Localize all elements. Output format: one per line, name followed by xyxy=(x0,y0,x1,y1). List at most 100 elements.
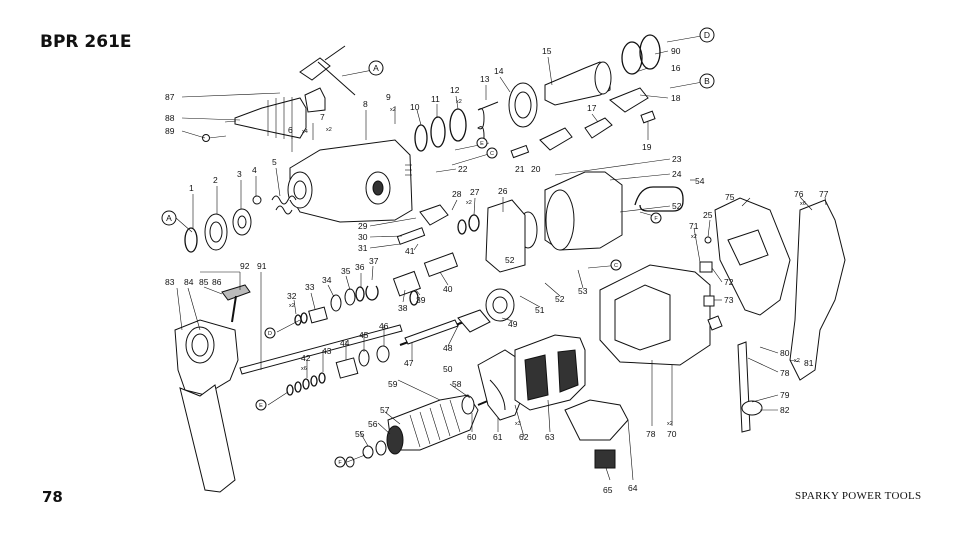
part-label-10: 10 xyxy=(410,102,420,112)
part-label-43: 43 xyxy=(322,346,332,356)
gear-housing xyxy=(287,139,413,223)
part-label-42: 42 xyxy=(301,353,311,363)
part-label-14: 14 xyxy=(494,66,504,76)
armature xyxy=(345,394,491,468)
part-label-4: 4 xyxy=(252,165,257,175)
front-rings xyxy=(184,195,297,253)
part-label-1: 1 xyxy=(189,183,194,193)
part-label-46: 46 xyxy=(379,321,389,331)
part-label-16: 16 xyxy=(671,63,681,73)
callout-C-lower: C xyxy=(610,259,622,271)
part-label-26: 26 xyxy=(498,186,508,196)
callout-letter: F xyxy=(654,216,658,222)
shaft-parts xyxy=(392,199,526,297)
part-label-79: 79 xyxy=(780,390,790,400)
part-label-7: 7 xyxy=(320,112,325,122)
part-label-76: 76 xyxy=(794,189,804,199)
callout-letter: A xyxy=(166,213,172,223)
part-label-83: 83 xyxy=(165,277,175,287)
drill-chuck xyxy=(224,87,326,139)
qty-x4: x4 xyxy=(302,129,308,135)
spindle-15 xyxy=(544,34,661,106)
part-label-85: 85 xyxy=(199,277,209,287)
fan-baffle-61 xyxy=(477,349,526,421)
depth-rod-87 xyxy=(239,324,403,375)
chuck-key xyxy=(299,45,356,96)
part-label-52-upper: 52 xyxy=(672,201,682,211)
callout-letter: F xyxy=(338,460,342,466)
callout-letter: E xyxy=(480,141,484,147)
part-label-48: 48 xyxy=(443,343,453,353)
part-label-86: 86 xyxy=(212,277,222,287)
callout-letter: C xyxy=(490,151,494,157)
part-label-41: 41 xyxy=(405,246,415,256)
part-label-28: 28 xyxy=(452,189,462,199)
callout-letter: D xyxy=(704,30,710,40)
part-label-49: 49 xyxy=(508,319,518,329)
part-label-22: 22 xyxy=(458,164,468,174)
qty-x6: x6 xyxy=(301,366,307,372)
side-handle xyxy=(174,284,251,493)
part-label-37: 37 xyxy=(369,256,379,266)
brush-holder-64-65 xyxy=(564,399,629,469)
qty-x2: x2 xyxy=(456,99,462,105)
part-label-21: 21 xyxy=(515,164,525,174)
qty-x2: x2 xyxy=(667,421,673,427)
part-label-20: 20 xyxy=(531,164,541,174)
part-label-51: 51 xyxy=(535,305,545,315)
part-label-47: 47 xyxy=(404,358,414,368)
part-label-44: 44 xyxy=(340,338,350,348)
part-label-80: 80 xyxy=(780,348,790,358)
callout-E-upper: E xyxy=(476,137,488,149)
callout-letter: A xyxy=(373,63,379,73)
callout-C-upper: C xyxy=(486,147,498,159)
part-label-33: 33 xyxy=(305,282,315,292)
part-label-54: 54 xyxy=(695,176,705,186)
part-label-61: 61 xyxy=(493,432,503,442)
part-label-59: 59 xyxy=(388,379,398,389)
callout-B: B xyxy=(699,73,715,89)
part-label-63: 63 xyxy=(545,432,555,442)
part-label-11: 11 xyxy=(431,94,440,104)
switch-parts xyxy=(699,236,723,331)
qty-x2: x2 xyxy=(466,200,472,206)
part-label-78: 78 xyxy=(780,368,790,378)
gear-spring-assembly xyxy=(414,82,538,152)
part-labels: 87 88 89 6 x4 7 x2 8 9 x2 10 11 12 x2 13… xyxy=(165,46,829,495)
part-label-29: 29 xyxy=(358,221,368,231)
part-label-39: 39 xyxy=(416,295,426,305)
callout-arrows xyxy=(175,34,709,463)
handle-halves xyxy=(714,197,846,381)
qty-x2: x2 xyxy=(691,234,697,240)
qty-x6: x6 xyxy=(800,201,806,207)
part-label-35: 35 xyxy=(341,266,351,276)
page-title: BPR 261E xyxy=(40,32,132,52)
part-label-74: 78 xyxy=(646,429,656,439)
callout-letter: C xyxy=(614,263,618,269)
part-label-38: 38 xyxy=(398,303,408,313)
spindle-small-parts xyxy=(294,285,419,326)
part-label-9: 9 xyxy=(386,92,391,102)
part-label-19: 19 xyxy=(642,142,652,152)
part-label-24: 24 xyxy=(672,169,682,179)
part-label-23: 23 xyxy=(672,154,682,164)
armature-shaft xyxy=(335,317,476,379)
part-label-6: 6 xyxy=(288,125,293,135)
part-label-36: 36 xyxy=(355,262,365,272)
callout-E-lower: E xyxy=(255,399,267,411)
part-label-75: 75 xyxy=(725,192,735,202)
part-label-57: 57 xyxy=(380,405,390,415)
part-label-71: 71 xyxy=(689,221,699,231)
part-label-77: 77 xyxy=(819,189,829,199)
part-label-17: 17 xyxy=(587,103,597,113)
part-label-89: 87 xyxy=(165,92,175,102)
part-label-45: 45 xyxy=(359,330,369,340)
part-label-90: 88 xyxy=(165,113,175,123)
part-label-2: 2 xyxy=(213,175,218,185)
callout-letter: E xyxy=(259,403,263,409)
part-label-55: 55 xyxy=(355,429,365,439)
part-label-58: 58 xyxy=(452,379,462,389)
part-label-87: 91 xyxy=(257,261,267,271)
gear-wheel-49 xyxy=(457,288,515,333)
qty-x2: x2 xyxy=(390,107,396,113)
